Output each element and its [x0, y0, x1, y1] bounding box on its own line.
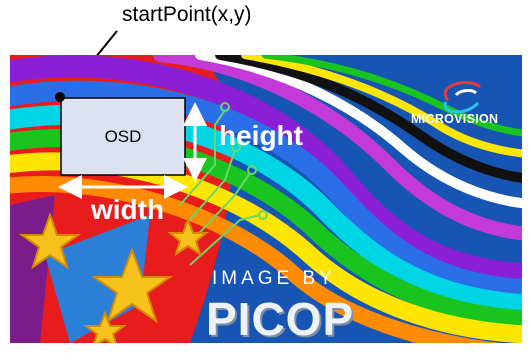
brand-name: MICROVISION [411, 112, 499, 126]
product-logo: PICOP [206, 293, 355, 345]
osd-box [60, 97, 186, 176]
height-label: height [219, 120, 303, 151]
width-label: width [91, 194, 165, 225]
start-point-dot [55, 92, 65, 102]
microvision-logo-icon [443, 81, 482, 114]
credit-line: IMAGE BY [212, 268, 336, 289]
circuit-trace-icon [179, 102, 268, 266]
star-icon [18, 211, 209, 343]
start-point-label: startPoint(x,y) [122, 3, 252, 26]
